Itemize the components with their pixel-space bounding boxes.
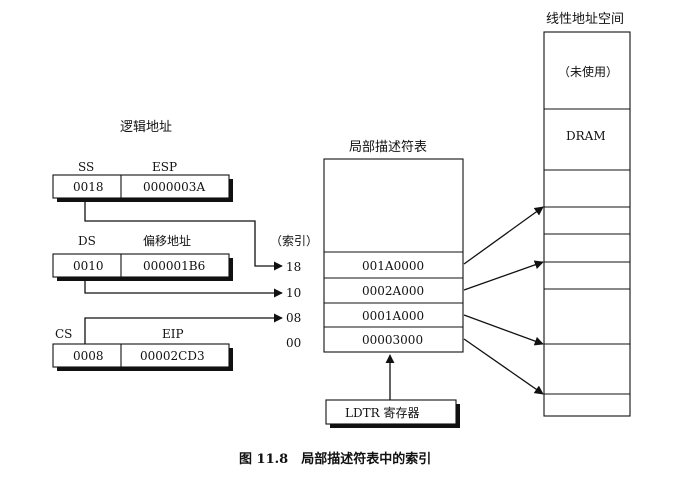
ldt-table [323,158,464,353]
register-box [52,174,230,199]
cs-eip-register [52,343,233,371]
linear-address-column [543,31,631,417]
index-10: 10 [286,286,301,300]
esp-label: ESP [152,160,177,174]
dram-label: DRAM [566,129,606,143]
descriptor-arrow-18 [463,206,544,265]
ldt-entry-10: 0002A000 [362,284,424,298]
offset-label: 偏移地址 [143,233,191,248]
descriptor-arrow-10 [463,260,544,291]
cs-selector-arrow [84,313,283,344]
ldt-entry-18: 001A0000 [362,259,424,273]
index-18: 18 [286,260,301,274]
ldtr-label: LDTR 寄存器 [345,405,419,420]
linear-title: 线性地址空间 [546,12,624,27]
esp-value: 0000003A [143,180,205,194]
eip-value: 00002CD3 [140,349,205,363]
cs-label: CS [55,327,72,341]
ds-selector-arrow [84,281,283,298]
ss-value: 0018 [73,180,104,194]
index-title: （索引） [270,234,318,248]
ss-esp-register [52,174,233,202]
ldtr-register [325,399,460,428]
ss-label: SS [78,160,94,174]
ldt-entry-08: 0001A000 [362,309,424,323]
ds-label: DS [78,234,96,248]
descriptor-arrow-00 [463,338,544,395]
ds-value: 0010 [73,259,104,273]
ds-offset-register [52,253,233,281]
descriptor-arrow-08 [463,314,544,346]
figure-caption: 图 11.8 局部描述符表中的索引 [239,451,431,467]
cs-value: 0008 [73,349,104,363]
logical-address-title: 逻辑地址 [120,120,172,135]
index-08: 08 [286,311,301,325]
ldt-title: 局部描述符表 [349,139,427,155]
eip-label: EIP [162,327,184,341]
register-box [52,253,230,278]
index-00: 00 [286,336,301,350]
unused-label: （未使用） [558,64,618,79]
ldt-outline [323,158,464,353]
ldt-entry-00: 00003000 [362,333,423,347]
ss-selector-arrow [84,202,283,271]
ldtr-box [325,399,457,425]
offset-value: 000001B6 [143,259,205,273]
register-box [52,343,230,368]
linear-outline [543,31,631,417]
